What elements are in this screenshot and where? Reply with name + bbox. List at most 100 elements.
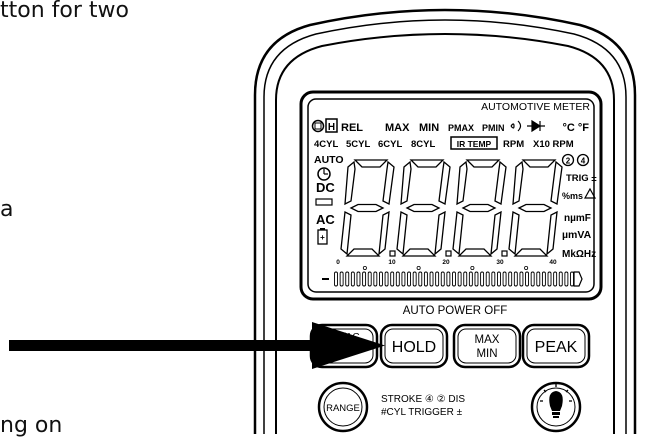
- bar-segment: [446, 271, 451, 287]
- bar-scale-30: 30: [496, 259, 504, 266]
- svg-text:4: 4: [581, 157, 586, 166]
- bar-segment: [457, 271, 462, 287]
- bar-segment: [418, 271, 423, 287]
- decimal-point-1: [445, 250, 452, 257]
- bar-segment: [435, 271, 440, 287]
- digit-2-seg-a: [465, 159, 501, 168]
- lcd-rpm: RPM: [503, 139, 524, 150]
- lcd-pmin: PMIN: [482, 123, 505, 133]
- lcd-6cyl: 6CYL: [378, 139, 402, 150]
- digit-0-seg-c: [378, 210, 390, 256]
- lcd-min: MIN: [419, 122, 439, 134]
- decimal-point-0: [389, 250, 396, 257]
- bar-segment: [463, 271, 468, 287]
- svg-text:H: H: [328, 122, 335, 133]
- bar-segment: [339, 271, 344, 287]
- peak-button[interactable]: PEAK: [521, 323, 591, 369]
- digit-1-seg-d: [401, 248, 437, 257]
- max-min-button[interactable]: MAX MIN: [452, 323, 522, 369]
- range-button[interactable]: RANGE: [317, 381, 369, 433]
- lcd-trig: TRIG ±: [566, 173, 597, 184]
- bar-segment: [547, 271, 552, 287]
- lcd-rel: REL: [341, 122, 363, 134]
- cyl-trigger-label: #CYL TRIGGER ±: [381, 407, 463, 418]
- digit-1-seg-a: [409, 159, 445, 168]
- bar-segment: [407, 271, 411, 287]
- lcd-8cyl: 8CYL: [411, 139, 435, 150]
- peak-label: PEAK: [535, 339, 578, 356]
- hold-button[interactable]: HOLD: [379, 323, 449, 369]
- digit-0-seg-b: [382, 160, 395, 205]
- battery-icon: +: [317, 228, 328, 245]
- bar-segment: [553, 271, 558, 287]
- bar-segment: [564, 271, 569, 287]
- lcd-mva: µmVA: [562, 229, 592, 241]
- digit-0-seg-d: [345, 248, 381, 257]
- bar-end-arrow: [573, 271, 583, 287]
- bar-segment: [367, 271, 372, 287]
- lcd-ac: AC: [316, 212, 335, 227]
- lcd-title: AUTOMOTIVE METER: [481, 101, 590, 113]
- bar-segment: [468, 271, 473, 287]
- bar-scale-dot: [416, 265, 421, 270]
- bar-segment: [379, 271, 383, 287]
- lcd-pct-ms: %ms: [562, 191, 583, 201]
- bar-segment: [395, 271, 400, 287]
- bar-segment: [334, 271, 338, 287]
- backlight-button[interactable]: [530, 381, 582, 433]
- bar-segment: [401, 271, 406, 287]
- lcd-auto: AUTO: [314, 154, 344, 166]
- auto-power-off-label: AUTO POWER OFF: [403, 305, 508, 317]
- svg-text:+: +: [320, 233, 325, 242]
- bar-segment: [508, 271, 513, 287]
- digit-0-seg-e: [340, 211, 352, 256]
- max-label: MAX: [475, 334, 500, 346]
- bar-scale-dot: [524, 265, 529, 270]
- digit-3-seg-d: [513, 248, 549, 257]
- bar-scale-dot: [470, 265, 475, 270]
- circled-numbers-icon: 2 4: [561, 153, 590, 167]
- lcd-max: MAX: [385, 122, 410, 134]
- bar-segment: [536, 271, 541, 287]
- digit-2-seg-c: [490, 210, 502, 256]
- bar-segment: [423, 271, 428, 287]
- lcd-4cyl: 4CYL: [314, 139, 338, 150]
- digit-1-seg-f: [400, 160, 412, 206]
- digit-2-seg-f: [456, 160, 468, 206]
- bar-graph-scale: 0 10 20 30 40: [336, 259, 557, 266]
- bar-segment: [513, 271, 518, 287]
- bar-scale-dot: [362, 265, 367, 270]
- bar-segment: [440, 271, 445, 287]
- bar-segment: [412, 271, 417, 287]
- digit-3-seg-b: [550, 160, 563, 205]
- bar-segment: [384, 271, 389, 287]
- bar-scale-0: 0: [336, 259, 340, 266]
- bar-segment: [485, 271, 490, 287]
- delta-icon: [583, 187, 597, 199]
- lcd-pmax: PMAX: [448, 123, 474, 133]
- min-label: MIN: [476, 348, 497, 360]
- digit-3-seg-a: [521, 159, 557, 168]
- bar-segment: [491, 271, 496, 287]
- bar-segment: [474, 271, 479, 287]
- digit-0-seg-g: [349, 203, 385, 213]
- digit-1-seg-b: [438, 160, 451, 205]
- bar-graph: [334, 265, 574, 287]
- bar-segment: [362, 271, 367, 287]
- digit-2-seg-g: [461, 203, 497, 213]
- bar-segment: [356, 271, 361, 287]
- bar-segment: [345, 271, 350, 287]
- bar-segment: [452, 271, 456, 287]
- clock-icon: [317, 167, 331, 181]
- side-text-line1: tton for two: [0, 0, 129, 23]
- bar-segment: [541, 271, 546, 287]
- lcd-ir-temp: IR TEMP: [457, 139, 492, 149]
- bar-segment: [373, 271, 378, 287]
- bar-segment: [390, 271, 395, 287]
- stroke-label: STROKE ④ ② DIS: [381, 394, 465, 405]
- digit-2-seg-d: [457, 248, 493, 257]
- digit-3-seg-e: [508, 211, 520, 256]
- light-bulb-icon: [540, 384, 572, 418]
- svg-text:2: 2: [566, 157, 571, 166]
